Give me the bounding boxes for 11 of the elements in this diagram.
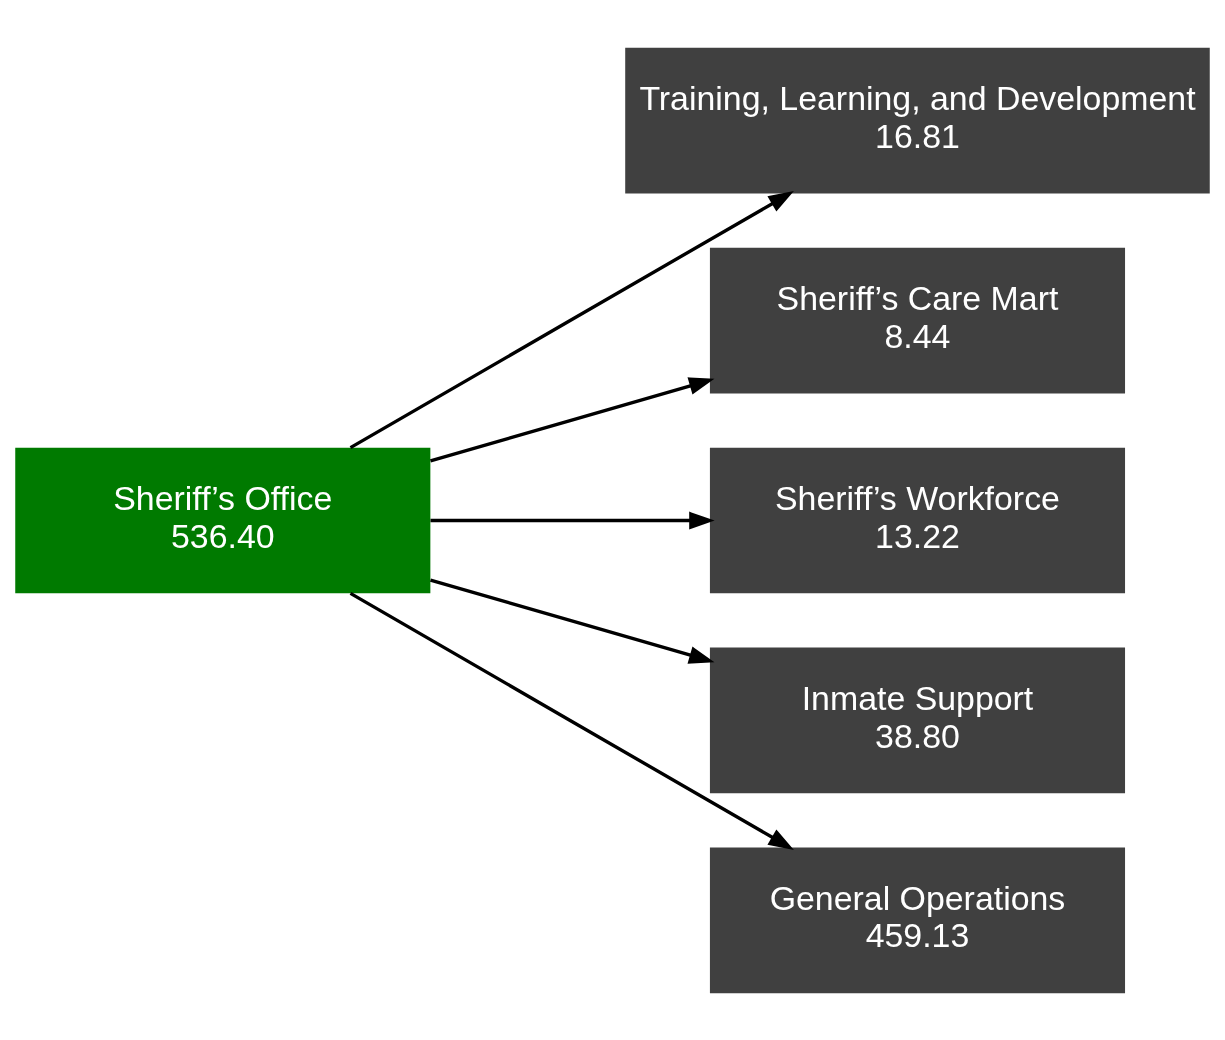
node-box: Sheriff’s Office 536.40 xyxy=(15,447,431,593)
arrow xyxy=(349,591,794,850)
node-box: Sheriff’s Workforce 13.22 xyxy=(709,447,1126,593)
arrow xyxy=(430,511,715,529)
node-box: Inmate Support 38.80 xyxy=(709,647,1126,793)
node-box: Sheriff’s Care Mart 8.44 xyxy=(709,247,1126,393)
arrow xyxy=(430,376,715,463)
node-box: General Operations 459.13 xyxy=(709,847,1126,993)
arrow xyxy=(349,190,794,449)
arrow xyxy=(430,577,715,664)
node-box: Training, Learning, and Development 16.81 xyxy=(625,47,1210,193)
